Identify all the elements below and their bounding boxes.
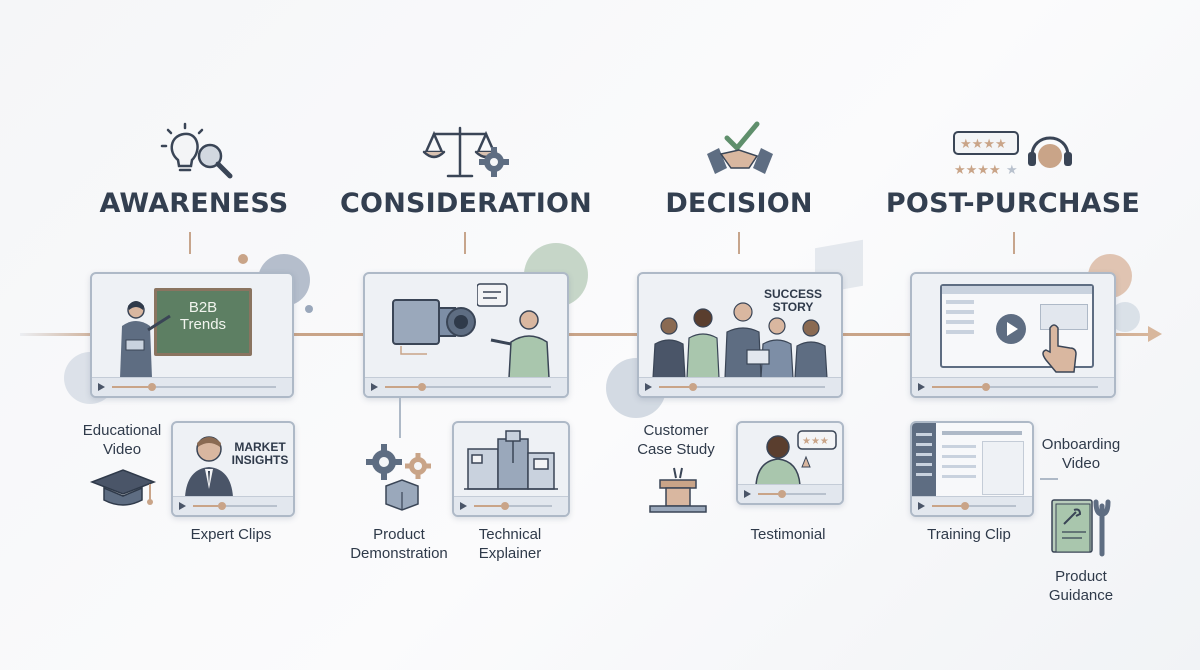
stage-title-awareness: AWARENESS [99,188,289,219]
connector-line [1040,478,1058,480]
svg-text:★★★★: ★★★★ [954,163,1001,178]
label-testimonial: Testimonial [750,526,826,543]
stage-title-decision: DECISION [665,188,813,219]
video-card-decision[interactable]: SUCCESS STORY [637,272,843,398]
decor-circle-dot [238,254,248,264]
lightbulb-magnifier-icon [158,122,238,182]
graduation-cap-icon [89,469,157,506]
stage-title-post-purchase: POST-PURCHASE [885,188,1141,219]
rating-headset-icon: ★★★★ ★★★★ ★ [950,126,1080,186]
timeline-arrow-icon [1148,326,1162,342]
svg-text:★★★: ★★★ [802,436,829,447]
chalkboard-line1: B2B [188,299,218,316]
chalkboard-text: B2B Trends [158,299,248,333]
camera-device-icon [392,299,476,355]
label-product-guidance: Product Guidance [1048,568,1114,604]
team-group-figure [652,302,828,378]
connector-line [399,396,401,438]
market-insights-text: MARKET INSIGHTS [227,440,293,468]
gears-box-icon [366,444,431,511]
label-training-clip: Training Clip [927,526,1011,543]
video-card-awareness[interactable]: B2B Trends [90,272,294,398]
stage-connector [189,232,191,254]
label-customer-case-study: Customer Case Study [637,422,715,458]
teacher-figure [120,301,171,378]
market-line2: INSIGHTS [231,453,289,468]
presenter-figure [477,283,550,378]
label-educational-video: Educational Video [82,422,162,458]
svg-text:★★★★: ★★★★ [960,137,1007,152]
podium-icon [649,467,707,513]
stage-connector [738,232,740,254]
success-line1: SUCCESS [763,287,822,301]
play-button-icon [996,314,1026,344]
chalkboard [154,288,252,356]
market-line1: MARKET [234,440,286,454]
chalkboard-line2: Trends [179,315,227,333]
label-onboarding-video: Onboarding Video [1041,436,1121,472]
video-card-testimonial[interactable]: ★★★ [736,421,844,505]
decor-circle-dot [305,305,313,313]
video-card-expert-clips[interactable]: MARKET INSIGHTS [171,421,295,517]
video-card-post-purchase[interactable] [910,272,1116,398]
label-technical-explainer: Technical Explainer [478,526,542,562]
scale-gear-icon [420,122,520,182]
label-product-demonstration: Product Demonstration [350,526,448,562]
svg-text:★: ★ [1006,163,1018,178]
journey-timeline [20,333,1155,336]
testimonial-figure: ★★★ [755,430,837,485]
manual-wrench-icon [1051,499,1111,557]
video-card-technical-explainer[interactable] [452,421,570,517]
video-card-training-clip[interactable] [910,421,1034,517]
stage-title-consideration: CONSIDERATION [340,188,592,219]
video-card-consideration[interactable] [363,272,569,398]
success-line2: STORY [772,300,814,315]
handshake-check-icon [705,118,775,184]
success-story-text: SUCCESS STORY [757,287,829,315]
stage-connector [1013,232,1015,254]
pointing-hand-icon [1042,324,1077,373]
machine-icon [464,430,558,490]
expert-figure [185,436,233,497]
label-expert-clips: Expert Clips [190,526,272,543]
stage-connector [464,232,466,254]
